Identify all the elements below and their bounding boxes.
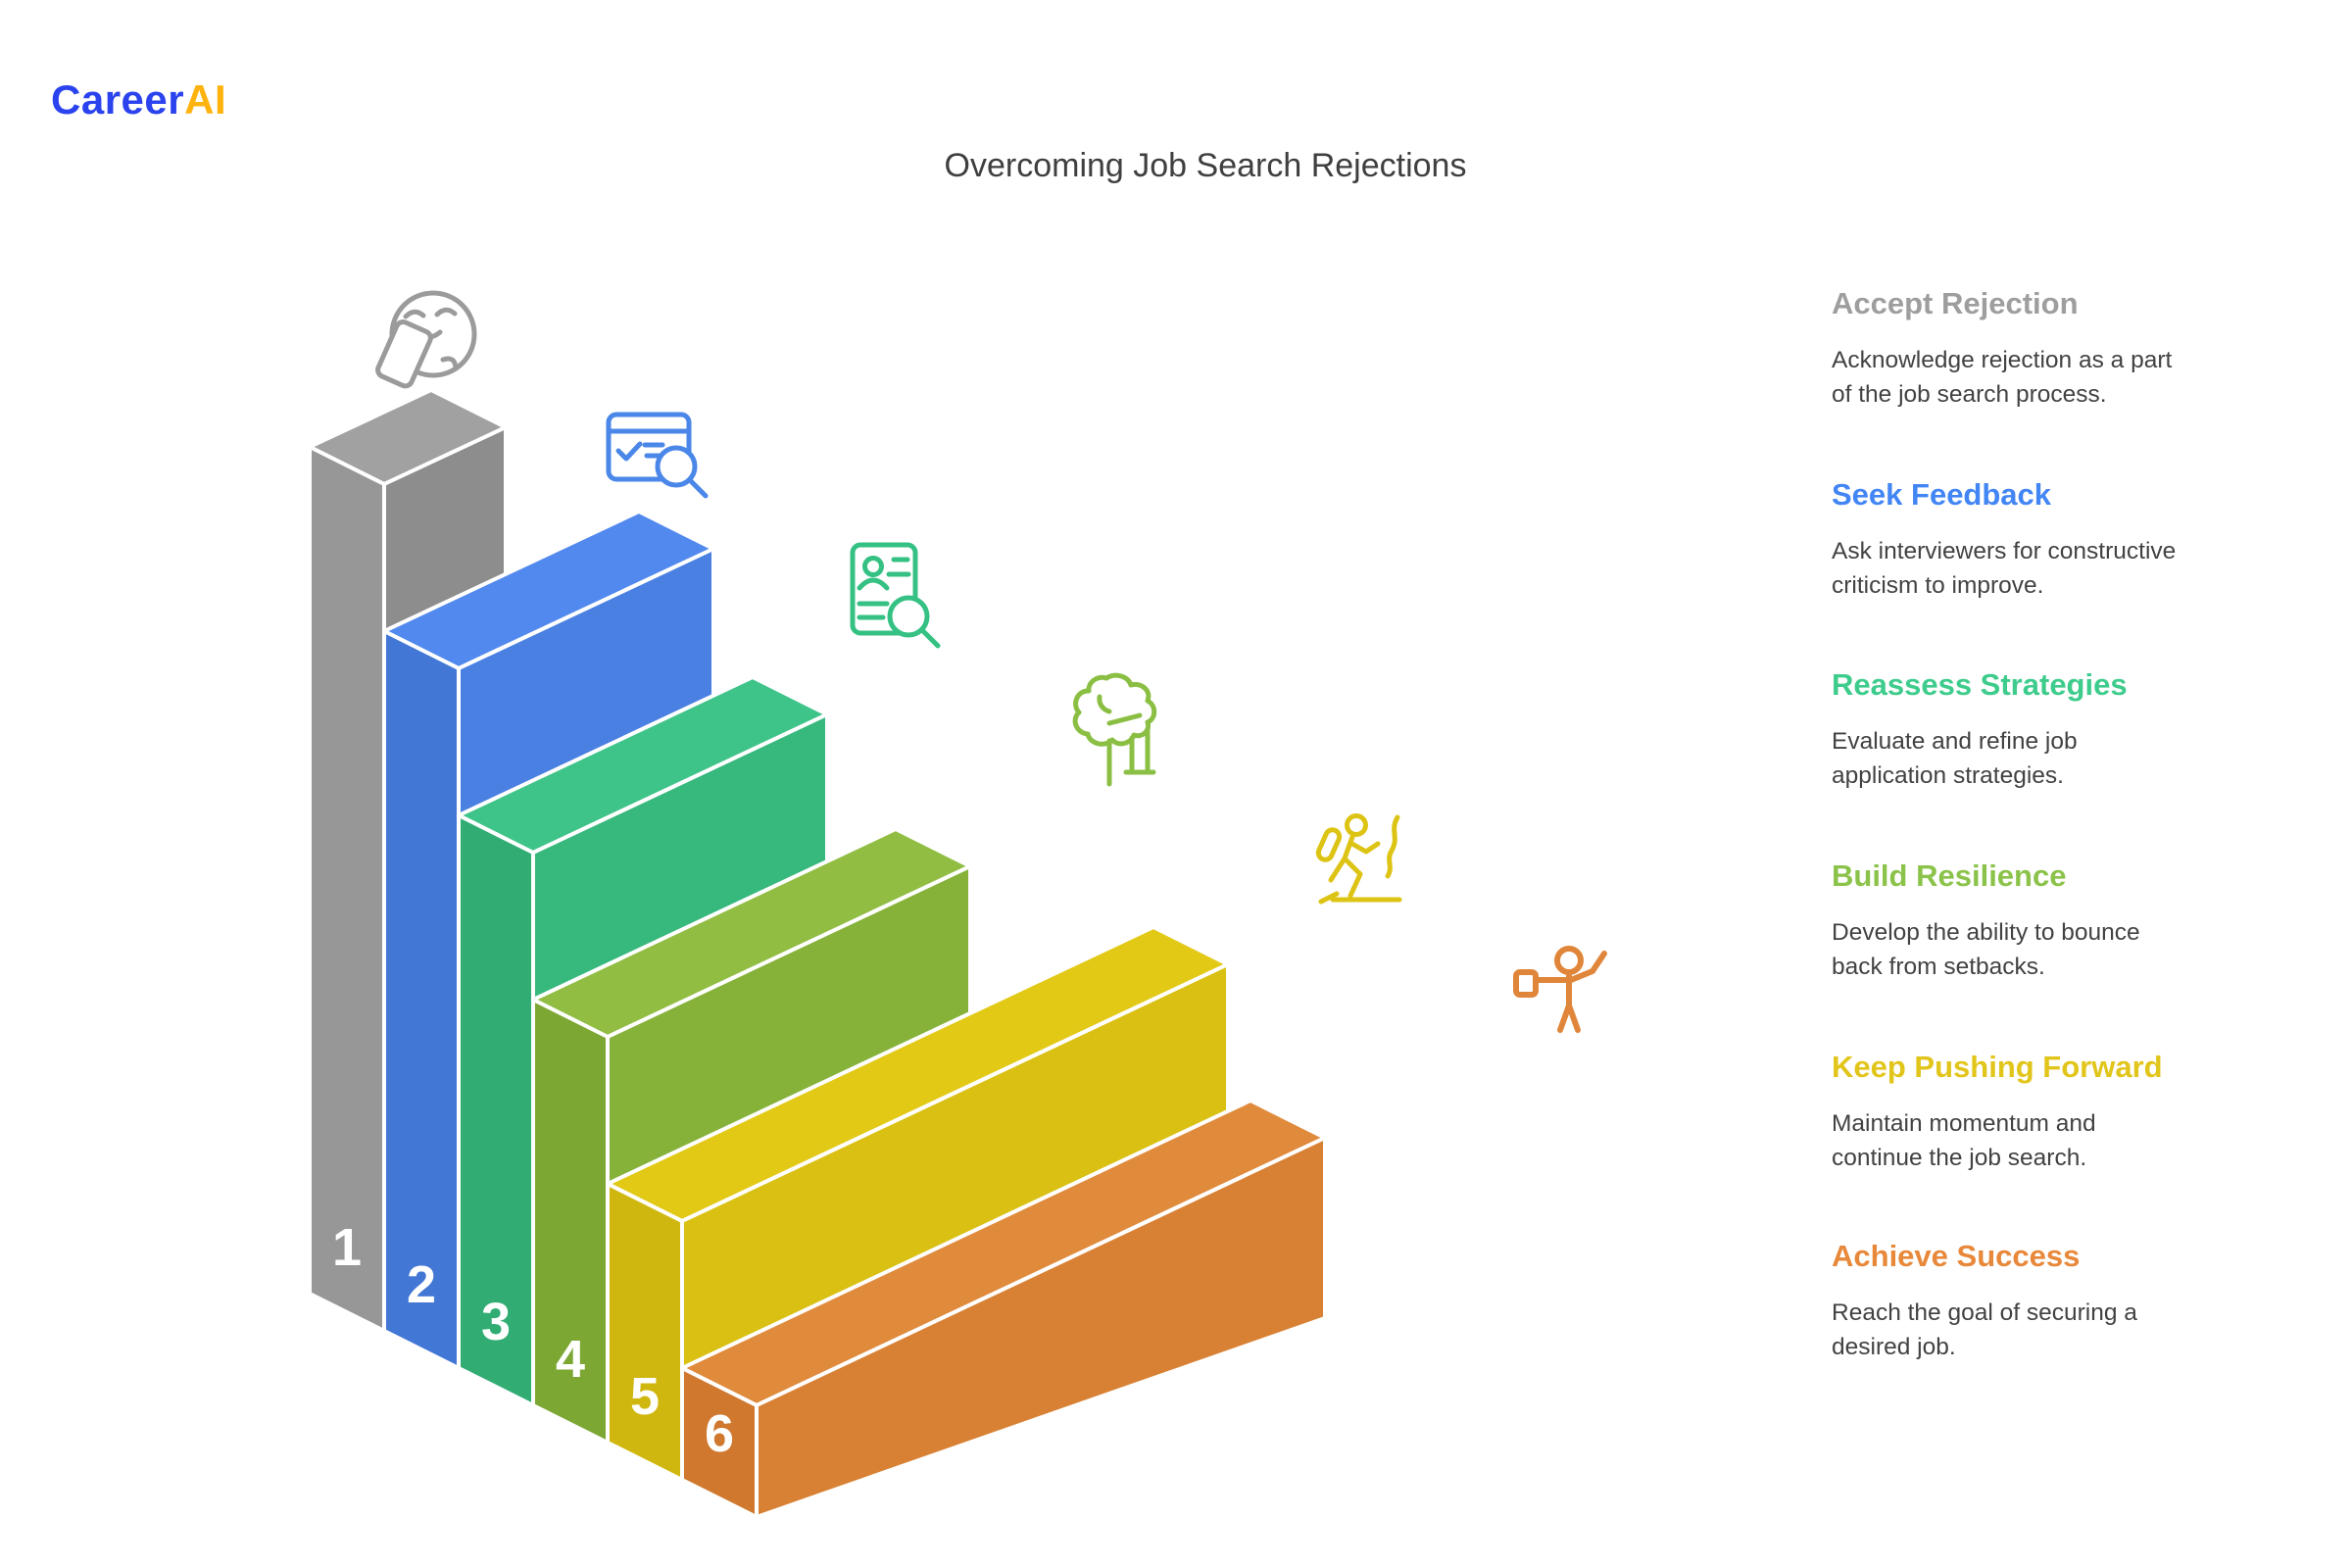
panel-item-title: Keep Pushing Forward: [1832, 1050, 2163, 1084]
step-5-number: 5: [630, 1367, 660, 1426]
panel-item-description: Maintain momentum and continue the job s…: [1832, 1110, 2096, 1171]
person-success-icon: [1513, 946, 1607, 1033]
tree-icon: [1072, 672, 1157, 787]
page-title: Overcoming Job Search Rejections: [944, 147, 1467, 184]
browser-search-icon: [606, 412, 709, 499]
step-1-front-face: [308, 445, 386, 1333]
hiker-icon: [1315, 813, 1402, 905]
panel-item-description: Acknowledge rejection as a part of the j…: [1832, 347, 2173, 408]
panel-item-accept-rejection: Accept Rejection Acknowledge rejection a…: [1832, 286, 2204, 412]
step-6-front-face: [680, 1366, 759, 1519]
panel-item-seek-feedback: Seek Feedback Ask interviewers for const…: [1832, 477, 2204, 603]
step-2-number: 2: [407, 1255, 436, 1314]
panel-item-title: Seek Feedback: [1832, 477, 2052, 512]
step-3-number: 3: [481, 1293, 511, 1351]
panel-item-description: Ask interviewers for constructive critic…: [1832, 538, 2177, 599]
panel-item-title: Accept Rejection: [1832, 286, 2079, 320]
resume-search-icon: [850, 542, 941, 649]
panel-item-keep-pushing-forward: Keep Pushing Forward Maintain momentum a…: [1832, 1050, 2204, 1175]
panel-item-build-resilience: Build Resilience Develop the ability to …: [1832, 858, 2204, 984]
step-6-number: 6: [705, 1404, 734, 1463]
panel-item-description: Reach the goal of securing a desired job…: [1832, 1299, 2137, 1360]
step-5-front-face: [606, 1182, 684, 1482]
panel-item-title: Achieve Success: [1832, 1239, 2081, 1273]
logo-text-primary: Career: [51, 76, 185, 122]
panel-item-title: Reassess Strategies: [1832, 667, 2128, 702]
smiley-letter-icon: [375, 290, 477, 389]
panel-item-achieve-success: Achieve Success Reach the goal of securi…: [1832, 1239, 2204, 1364]
logo-text-accent: AI: [184, 76, 227, 122]
panel-item-reassess-strategies: Reassess Strategies Evaluate and refine …: [1832, 667, 2204, 793]
step-4-number: 4: [556, 1330, 585, 1389]
app-logo: CareerAI: [51, 76, 226, 123]
panel-item-description: Evaluate and refine job application stra…: [1832, 728, 2078, 789]
panel-item-description: Develop the ability to bounce back from …: [1832, 919, 2140, 980]
panel-item-title: Build Resilience: [1832, 858, 2067, 893]
step-block-6: 6: [680, 1099, 1327, 1519]
step-1-number: 1: [332, 1218, 362, 1277]
